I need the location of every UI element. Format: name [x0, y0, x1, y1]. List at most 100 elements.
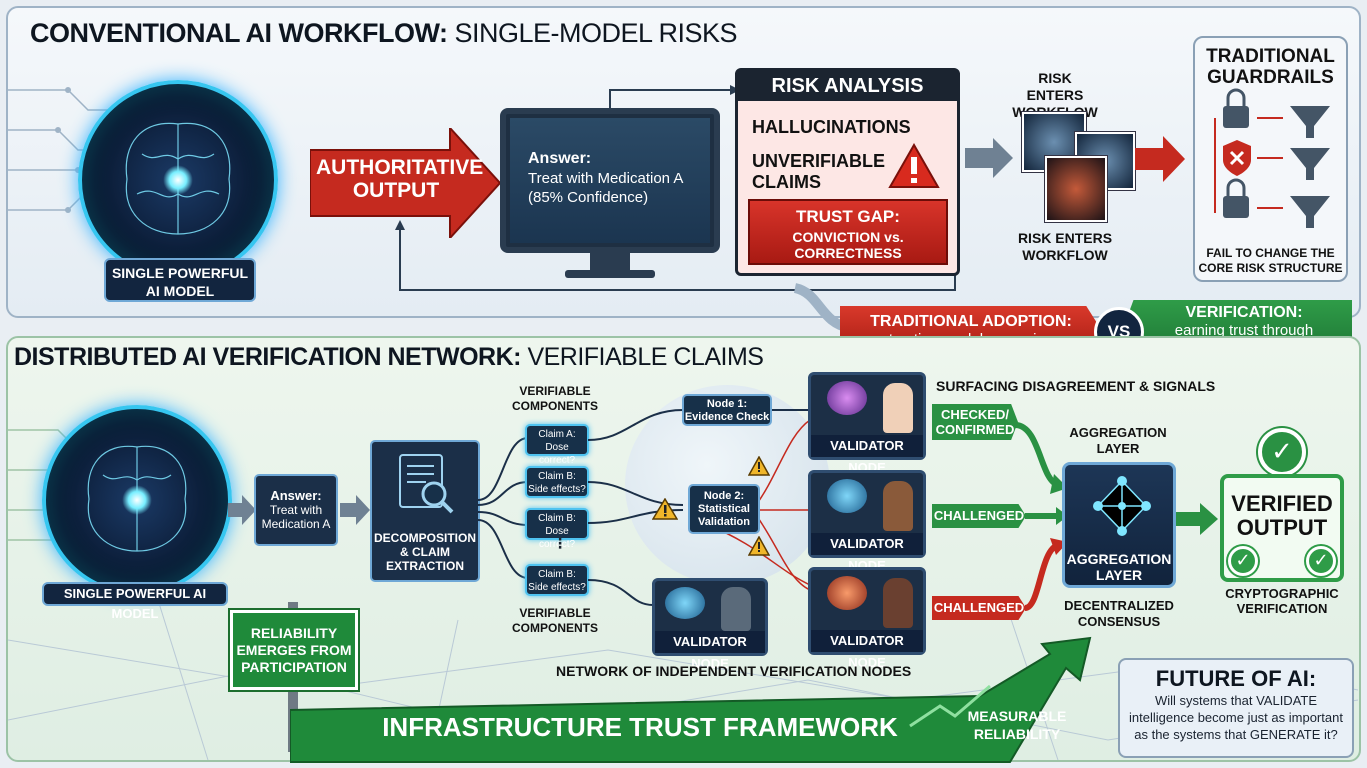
- future-line-3: as the systems that GENERATE it?: [1134, 727, 1338, 742]
- validator-node-label: VALIDATOR NODE: [811, 630, 923, 670]
- risk-analysis-header: RISK ANALYSIS: [738, 71, 957, 101]
- guardrails-title: TRADITIONAL GUARDRAILS: [1206, 46, 1335, 88]
- claim-title: Claim B:: [538, 569, 576, 580]
- monitor-confidence: (85% Confidence): [528, 189, 649, 206]
- answer-box-bottom: Answer: Treat with Medication A: [254, 474, 338, 546]
- verifiable-components-label-top: VERIFIABLE COMPONENTS: [511, 384, 598, 413]
- authoritative-output-label: AUTHORITATIVE OUTPUT: [316, 156, 484, 202]
- person-icon: [883, 383, 913, 433]
- guardrails-footer: FAIL TO CHANGE THE CORE RISK STRUCTURE: [1198, 246, 1343, 275]
- document-search-icon: [399, 454, 454, 514]
- validator-node-1: VALIDATOR NODE: [808, 372, 926, 475]
- brain-icon: [827, 479, 867, 513]
- node-1-evidence-check: Node 1: Evidence Check: [682, 394, 772, 426]
- trust-gap-box: TRUST GAP: CONVICTION vs. CORRECTNESS: [748, 199, 948, 265]
- measurable-reliability-label: MEASURABLE RELIABILITY: [967, 708, 1067, 742]
- arrow-to-xrays: [965, 138, 1013, 178]
- node-2-statistical-validation: Node 2: Statistical Validation: [688, 484, 760, 534]
- aggregation-inner-label: AGGREGATION LAYER: [1066, 551, 1172, 583]
- aggregation-layer-box: AGGREGATION LAYER: [1062, 462, 1176, 588]
- decentralized-consensus-label: DECENTRALIZED CONSENSUS: [1064, 598, 1174, 629]
- warning-icon: [748, 536, 770, 556]
- person-icon: [883, 481, 913, 531]
- arrow-to-verified: [1176, 503, 1218, 535]
- network-graph-icon: [1093, 476, 1151, 536]
- surfacing-disagreement-label: SURFACING DISAGREEMENT & SIGNALS: [936, 378, 1216, 394]
- monitor-answer-text: Treat with Medication A: [528, 170, 684, 187]
- node-2-text: Statistical Validation: [698, 503, 750, 528]
- cryptographic-verification-label: CRYPTOGRAPHIC VERIFICATION: [1225, 586, 1339, 616]
- guardrails-box: TRADITIONAL GUARDRAILS FAIL TO CHANGE TH…: [1193, 36, 1348, 282]
- check-icon: ✓: [1306, 546, 1336, 576]
- monitor-stand: [590, 253, 630, 271]
- model-label-bottom: SINGLE POWERFUL AI MODEL: [42, 582, 228, 621]
- warning-icon: [652, 498, 678, 520]
- validator-node-2: VALIDATOR NODE: [808, 470, 926, 573]
- authoritative-output-arrow: AUTHORITATIVE OUTPUT: [310, 128, 500, 238]
- claim-b-1: Claim B: Side effects?: [525, 466, 589, 498]
- infrastructure-trust-framework-label: INFRASTRUCTURE TRUST FRAMEWORK: [382, 712, 898, 742]
- brain-model-bottom: [42, 405, 232, 595]
- validator-node-4: VALIDATOR NODE: [652, 578, 768, 671]
- verification-title-bold: DISTRIBUTED AI VERIFICATION NETWORK:: [14, 343, 521, 371]
- monitor-screen: Answer: Treat with Medication A (85% Con…: [510, 118, 710, 243]
- verified-seal-icon: ✓: [1258, 428, 1306, 476]
- network-nodes-label: NETWORK OF INDEPENDENT VERIFICATION NODE…: [556, 663, 912, 679]
- future-of-ai-box: FUTURE OF AI: Will systems that VALIDATE…: [1118, 658, 1354, 758]
- validator-node-label: VALIDATOR NODE: [655, 631, 765, 671]
- brain-core-glow: [163, 165, 193, 195]
- checked-confirmed-tag: CHECKED/ CONFIRMED: [932, 404, 1018, 440]
- risk-analysis-box: RISK ANALYSIS HALLUCINATIONS UNVERIFIABL…: [735, 68, 960, 276]
- conventional-title-bold: CONVENTIONAL AI WORKFLOW:: [30, 18, 448, 48]
- claim-title: Claim A:: [538, 429, 576, 440]
- model-label-top: SINGLE POWERFUL AI MODEL: [104, 258, 256, 302]
- brain-icon: [827, 381, 867, 415]
- check-icon: ✓: [1228, 546, 1258, 576]
- monitor-answer-label: Answer:: [528, 150, 592, 167]
- arrow-answer-to-decomp: [340, 495, 370, 525]
- answer-monitor: Answer: Treat with Medication A (85% Con…: [500, 108, 720, 253]
- node-1-title: Node 1:: [706, 398, 748, 410]
- future-line-2: intelligence become just as important: [1129, 710, 1343, 725]
- node-2-title: Node 2:: [703, 490, 745, 502]
- verification-title: VERIFICATION:: [1185, 304, 1303, 321]
- claim-text: Side effects?: [528, 484, 586, 495]
- claim-text: Dose correct?: [538, 526, 576, 550]
- conventional-title-light: SINGLE-MODEL RISKS: [454, 18, 738, 48]
- framework-ribbon: [290, 636, 1092, 763]
- traditional-adoption-title: TRADITIONAL ADOPTION:: [870, 313, 1072, 330]
- red-arrow-to-guardrails: [1135, 136, 1185, 182]
- claim-text: Dose correct?: [538, 442, 576, 466]
- claim-a: Claim A: Dose correct?: [525, 424, 589, 466]
- reliability-sign: RELIABILITY EMERGES FROM PARTICIPATION: [230, 610, 358, 690]
- risk-enters-label-bottom: RISK ENTERS WORKFLOW: [1017, 230, 1113, 263]
- guardrails-icons: [1214, 88, 1330, 228]
- decomp-to-claims-lines: [478, 437, 529, 579]
- validator-node-label: VALIDATOR NODE: [811, 533, 923, 573]
- brain-icon: [665, 587, 705, 619]
- robot-icon: [721, 587, 751, 631]
- verifiable-components-label-bottom: VERIFIABLE COMPONENTS: [511, 606, 598, 635]
- decomposition-box: DECOMPOSITION & CLAIM EXTRACTION: [370, 440, 480, 582]
- answer-text-bottom: Treat with Medication A: [261, 503, 331, 531]
- brain-icon: [827, 576, 867, 610]
- aggregation-layer-label: AGGREGATION LAYER: [1069, 425, 1167, 456]
- verification-section-title: DISTRIBUTED AI VERIFICATION NETWORK: VER…: [14, 343, 764, 372]
- validator-node-label: VALIDATOR NODE: [811, 435, 923, 475]
- claim-title: Claim B:: [538, 513, 576, 524]
- trust-gap-title: TRUST GAP:: [796, 207, 900, 226]
- brain-model-top: [78, 80, 278, 280]
- claim-b-3: Claim B: Side effects?: [525, 564, 589, 596]
- claim-text: Side effects?: [528, 582, 586, 593]
- tags-to-aggregation-arrows: [1014, 422, 1068, 611]
- trust-gap-subtitle: CONVICTION vs. CORRECTNESS: [792, 229, 904, 261]
- challenged-tag-red: CHALLENGED: [932, 596, 1026, 620]
- verification-title-light: VERIFIABLE CLAIMS: [527, 343, 764, 371]
- monitor-base: [565, 270, 655, 278]
- decomposition-label: DECOMPOSITION & CLAIM EXTRACTION: [373, 531, 476, 573]
- claims-ellipsis: ⋮: [553, 536, 567, 552]
- brain-core-glow-bottom: [122, 485, 152, 515]
- future-title: FUTURE OF AI:: [1155, 666, 1317, 691]
- risk-unverifiable-claims: UNVERIFIABLE CLAIMS: [752, 151, 886, 192]
- heart-scan-image: [1045, 156, 1107, 222]
